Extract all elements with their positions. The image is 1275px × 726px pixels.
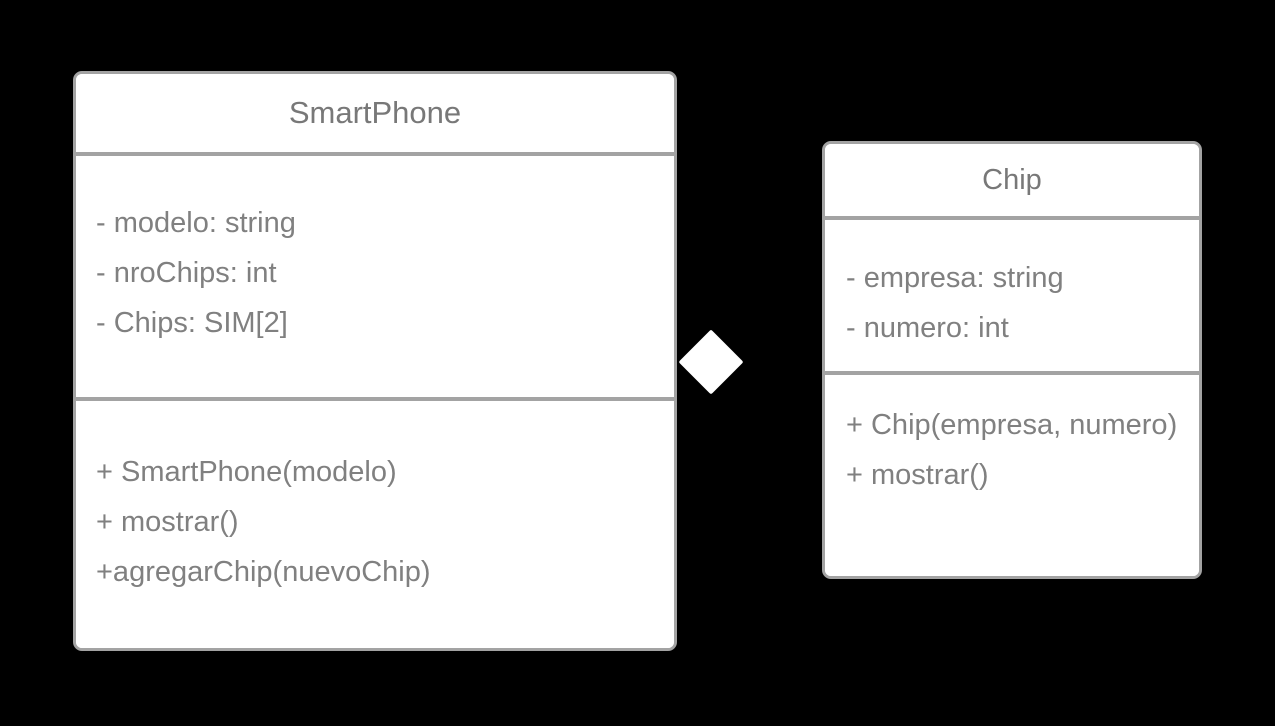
method-row: + mostrar() — [846, 459, 989, 491]
method-row: +agregarChip(nuevoChip) — [96, 556, 431, 588]
attribute-row: - empresa: string — [846, 262, 1064, 294]
attributes-compartment-smartphone: - modelo: string - nroChips: int - Chips… — [76, 156, 674, 401]
attribute-row: - Chips: SIM[2] — [96, 307, 288, 339]
attribute-row: - nroChips: int — [96, 257, 277, 289]
attribute-row: - numero: int — [846, 312, 1009, 344]
class-title-smartphone: SmartPhone — [288, 95, 462, 130]
attribute-row: - modelo: string — [96, 207, 296, 239]
class-name-compartment: Chip — [825, 144, 1199, 220]
diamond-shape — [678, 329, 744, 395]
attributes-compartment-chip: - empresa: string - numero: int — [825, 220, 1199, 375]
uml-class-chip[interactable]: Chip - empresa: string - numero: int + C… — [822, 141, 1202, 579]
method-row: + Chip(empresa, numero) — [846, 409, 1178, 441]
class-title-chip: Chip — [982, 164, 1042, 196]
class-name-compartment: SmartPhone — [76, 74, 674, 156]
methods-compartment-smartphone: + SmartPhone(modelo) + mostrar() +agrega… — [76, 401, 674, 648]
composition-diamond-icon — [678, 329, 744, 395]
uml-class-smartphone[interactable]: SmartPhone - modelo: string - nroChips: … — [73, 71, 677, 651]
method-row: + mostrar() — [96, 506, 239, 538]
method-row: + SmartPhone(modelo) — [96, 456, 397, 488]
methods-compartment-chip: + Chip(empresa, numero) + mostrar() — [825, 375, 1199, 576]
